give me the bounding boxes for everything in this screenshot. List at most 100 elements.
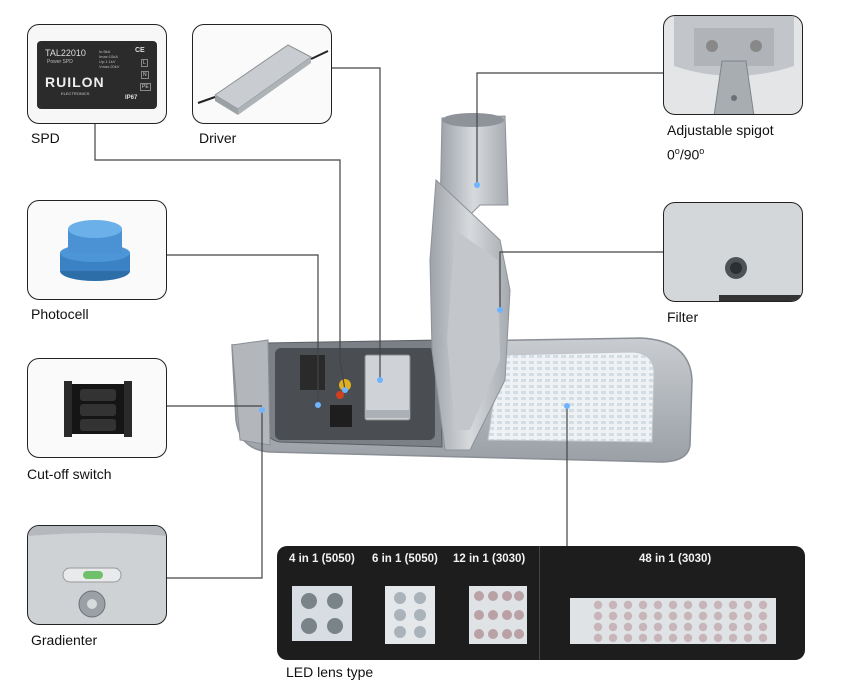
lens-title-12in1: 12 in 1 (3030) bbox=[453, 553, 526, 565]
spd-module: TAL22010 Power SPD RUILON ELECTRONICS In… bbox=[37, 41, 157, 109]
lens-48-led bbox=[683, 611, 693, 621]
spd-label: SPD bbox=[31, 130, 60, 146]
lens-48-led bbox=[638, 600, 648, 610]
lens-48-led bbox=[668, 633, 678, 643]
lens-48-led bbox=[638, 611, 648, 621]
lens-48-led bbox=[758, 600, 768, 610]
spigot-angle-a: 0 bbox=[667, 146, 675, 163]
led-lens-panel: 4 in 1 (5050) 6 in 1 (5050) 12 in 1 (303… bbox=[277, 546, 805, 660]
lens-48-led bbox=[713, 633, 723, 643]
lens-caption: LED lens type bbox=[286, 664, 374, 680]
gradienter-label: Gradienter bbox=[31, 632, 98, 648]
driver-thumbnail bbox=[192, 24, 332, 124]
lens-48-led bbox=[758, 611, 768, 621]
spd-terminal-l: L bbox=[141, 59, 148, 67]
spigot-thumbnail bbox=[663, 15, 803, 115]
lens-48-led bbox=[653, 622, 663, 632]
lens-48-led bbox=[608, 600, 618, 610]
gradienter-thumbnail bbox=[27, 525, 167, 625]
gradienter-image bbox=[28, 526, 166, 618]
lens-48-led bbox=[593, 600, 603, 610]
lens-12in1-image bbox=[469, 586, 527, 644]
spigot-image bbox=[674, 16, 794, 114]
spigot-angle-b: /90 bbox=[679, 146, 700, 163]
lens-48-led bbox=[593, 611, 603, 621]
lens-48-led bbox=[728, 600, 738, 610]
lens-48-led bbox=[698, 600, 708, 610]
degree-mark-b: o bbox=[699, 146, 705, 156]
lens-48-led bbox=[743, 611, 753, 621]
photocell-image bbox=[60, 220, 130, 281]
lens-48-led bbox=[623, 622, 633, 632]
lens-48-led bbox=[743, 600, 753, 610]
lens-6in1-image bbox=[385, 586, 435, 644]
lens-48-led bbox=[623, 611, 633, 621]
spd-brand: RUILON bbox=[45, 74, 105, 90]
lens-48-led bbox=[743, 622, 753, 632]
lens-48-led bbox=[728, 622, 738, 632]
lens-48-led bbox=[593, 633, 603, 643]
lens-48-led bbox=[743, 633, 753, 643]
lens-48-led bbox=[623, 600, 633, 610]
spd-model: TAL22010 bbox=[45, 48, 86, 58]
spigot-label: Adjustable spigot bbox=[667, 122, 774, 138]
spd-terminal-n: N bbox=[141, 71, 149, 79]
cutoff-switch-image bbox=[64, 381, 132, 437]
lens-48-led bbox=[653, 633, 663, 643]
driver-image bbox=[197, 44, 329, 115]
lens-48-led bbox=[608, 633, 618, 643]
spigot-angle: 0o/90o bbox=[667, 146, 704, 163]
lens-48-led bbox=[713, 611, 723, 621]
lens-48-led bbox=[758, 633, 768, 643]
lens-48-led bbox=[728, 611, 738, 621]
lens-title-4in1: 4 in 1 (5050) bbox=[289, 553, 355, 565]
lens-48-led bbox=[758, 622, 768, 632]
luminaire-illustration bbox=[231, 113, 693, 463]
spd-spec-0: In:5kA bbox=[99, 49, 111, 54]
connector-lines bbox=[94, 67, 663, 579]
lens-48-led bbox=[683, 600, 693, 610]
lens-48-led bbox=[653, 600, 663, 610]
lens-48-led bbox=[728, 633, 738, 643]
spd-spec-3: Vmax:20kV bbox=[99, 64, 120, 69]
photocell-label: Photocell bbox=[31, 306, 89, 322]
degree-mark-a: o bbox=[674, 146, 680, 156]
spd-subtitle: Power SPD bbox=[47, 59, 73, 65]
lens-title-6in1: 6 in 1 (5050) bbox=[372, 553, 438, 565]
spd-spec-1: Imax:10kA bbox=[99, 54, 118, 59]
lens-48-led bbox=[698, 611, 708, 621]
filter-thumbnail bbox=[663, 202, 803, 302]
lens-48-led bbox=[653, 611, 663, 621]
lens-48-led bbox=[683, 622, 693, 632]
lens-48-led bbox=[608, 622, 618, 632]
lens-48-led bbox=[698, 622, 708, 632]
lens-48-led bbox=[608, 611, 618, 621]
lens-title-48in1: 48 in 1 (3030) bbox=[639, 553, 712, 565]
spd-brand-sub: ELECTRONICS bbox=[61, 91, 90, 96]
lens-4in1-image bbox=[292, 586, 352, 641]
driver-label: Driver bbox=[199, 130, 237, 146]
spd-rating: IP67 bbox=[125, 95, 138, 101]
lens-48-led bbox=[638, 622, 648, 632]
lens-48-led bbox=[638, 633, 648, 643]
ce-mark: CE bbox=[135, 47, 145, 54]
lens-48-led bbox=[683, 633, 693, 643]
filter-label: Filter bbox=[667, 309, 699, 325]
spd-spec-2: Up:1.1kV bbox=[99, 59, 116, 64]
lens-48-led bbox=[668, 622, 678, 632]
lens-48-led bbox=[668, 611, 678, 621]
lens-48-led bbox=[593, 622, 603, 632]
lens-48-led bbox=[668, 600, 678, 610]
lens-48-led bbox=[713, 600, 723, 610]
lens-divider bbox=[539, 546, 540, 660]
connector-dots bbox=[259, 182, 570, 413]
spd-thumbnail: TAL22010 Power SPD RUILON ELECTRONICS In… bbox=[27, 24, 167, 124]
photocell-thumbnail bbox=[27, 200, 167, 300]
lens-48-led bbox=[713, 622, 723, 632]
spd-terminal-pe: PE bbox=[140, 83, 151, 91]
filter-image bbox=[719, 257, 802, 301]
lens-48-led bbox=[698, 633, 708, 643]
cutoff-switch-label: Cut-off switch bbox=[27, 466, 112, 482]
lens-48-led bbox=[623, 633, 633, 643]
